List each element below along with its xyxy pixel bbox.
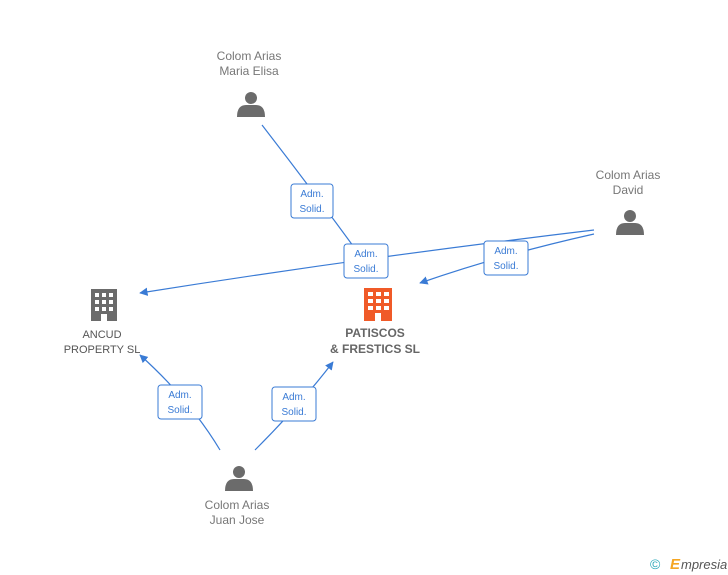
person-name-line2: Juan Jose — [210, 513, 265, 527]
edge-label-line1: Adm. — [168, 390, 191, 401]
person-icon — [616, 210, 644, 235]
person-name-line1: Colom Arias — [596, 168, 661, 182]
edge-label-line1: Adm. — [494, 246, 517, 257]
copyright-symbol: © — [650, 556, 661, 572]
node-person-juan-jose[interactable]: Colom Arias Juan Jose — [205, 466, 270, 527]
edge-label-david-ancud[interactable]: Adm. Solid. — [343, 243, 389, 279]
brand-e-letter: E — [670, 556, 681, 573]
edge-label-line2: Solid. — [299, 204, 324, 215]
edge-label-maria-patiscos[interactable]: Adm. Solid. — [290, 183, 334, 219]
node-person-david[interactable]: Colom Arias David — [596, 168, 661, 235]
brand-name: mpresia — [681, 557, 727, 572]
edge-label-line1: Adm. — [354, 249, 377, 260]
node-company-patiscos[interactable]: PATISCOS & FRESTICS SL — [330, 288, 420, 356]
company-name-line2: PROPERTY SL — [64, 344, 141, 356]
node-company-ancud[interactable]: ANCUD PROPERTY SL — [64, 289, 141, 356]
node-person-maria-elisa[interactable]: Colom Arias Maria Elisa — [217, 49, 282, 117]
company-name-line1: PATISCOS — [345, 326, 405, 340]
edge-label-line2: Solid. — [167, 405, 192, 416]
person-name-line2: David — [613, 183, 644, 197]
building-icon — [91, 289, 117, 321]
brand-logo: © E mpresia — [650, 556, 727, 573]
edge-label-line1: Adm. — [300, 189, 323, 200]
edge-label-juan-ancud[interactable]: Adm. Solid. — [157, 384, 203, 420]
edge-label-line2: Solid. — [281, 407, 306, 418]
person-name-line1: Colom Arias — [205, 498, 270, 512]
company-name-line2: & FRESTICS SL — [330, 342, 420, 356]
building-icon — [364, 288, 392, 321]
edges — [139, 124, 595, 451]
person-icon — [237, 92, 265, 117]
company-name-line1: ANCUD — [82, 329, 121, 341]
person-name-line1: Colom Arias — [217, 49, 282, 63]
person-name-line2: Maria Elisa — [219, 64, 279, 78]
edge-label-line2: Solid. — [493, 261, 518, 272]
person-icon — [225, 466, 253, 491]
edge-label-line1: Adm. — [282, 392, 305, 403]
edge-label-david-patiscos[interactable]: Adm. Solid. — [483, 240, 529, 276]
edge-label-juan-patiscos[interactable]: Adm. Solid. — [271, 386, 317, 422]
edge-label-line2: Solid. — [353, 264, 378, 275]
